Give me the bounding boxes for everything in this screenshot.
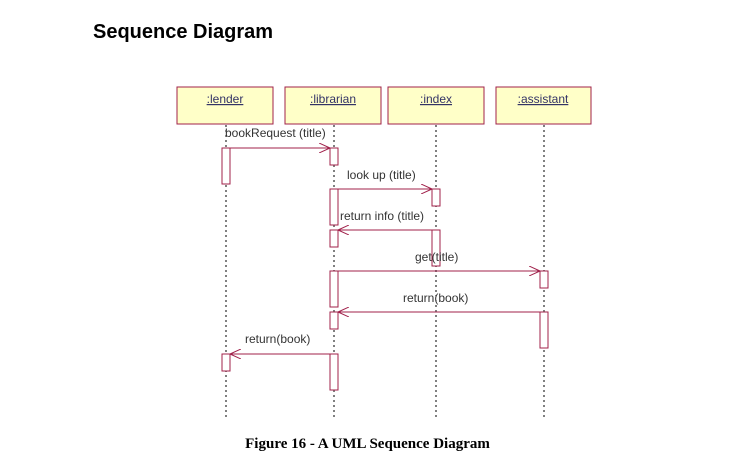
page-title: Sequence Diagram [93,21,274,43]
figure-caption: Figure 16 - A UML Sequence Diagram [245,436,490,452]
message-label-2: look up (title) [347,168,416,182]
activation-lender-1 [221,147,231,185]
object-label-index: :index [420,92,452,106]
message-1: bookRequest (title) [225,126,330,148]
message-4: get(title) [338,250,540,271]
object-index: :index [387,86,485,125]
activation-index-1 [431,188,441,207]
message-2: look up (title) [338,168,432,189]
message-3: return info (title) [338,209,432,230]
message-label-4: get(title) [415,250,458,264]
object-label-lender: :lender [207,92,244,106]
activation-assistant-1 [539,270,549,289]
object-label-assistant: :assistant [518,92,569,106]
activation-librarian-1 [329,147,339,166]
message-label-1: bookRequest (title) [225,126,326,140]
object-assistant: :assistant [495,86,592,125]
message-label-6: return(book) [245,332,310,346]
activation-librarian-5 [329,311,339,330]
object-label-librarian: :librarian [310,92,356,106]
message-label-5: return(book) [403,291,468,305]
message-label-3: return info (title) [340,209,424,223]
activation-librarian-4 [329,270,339,308]
message-5: return(book) [338,291,540,312]
activation-index-2 [431,229,441,267]
message-6: return(book) [230,332,330,354]
activation-lender-2 [221,353,231,372]
object-librarian: :librarian [284,86,382,125]
activation-librarian-3 [329,229,339,248]
object-lender: :lender [176,86,274,125]
activation-assistant-2 [539,311,549,349]
activation-librarian-2 [329,188,339,226]
activation-librarian-6 [329,353,339,391]
